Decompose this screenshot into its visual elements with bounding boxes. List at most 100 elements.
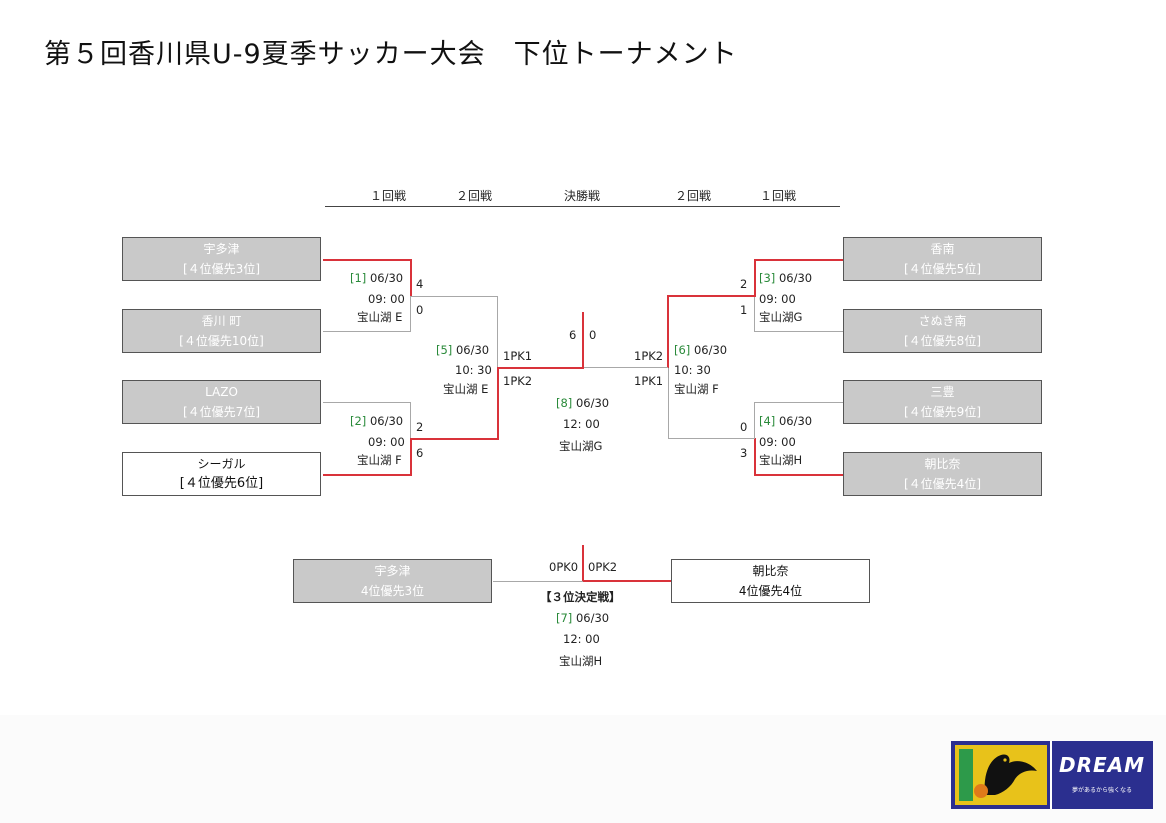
final-venue: 宝山湖G [559,439,603,453]
bracket-line [410,402,411,439]
team-name: 朝比奈 [924,457,961,471]
final-time: 12: 00 [563,417,600,431]
bracket-line [667,295,756,297]
team-seed: [４位優先8位] [904,334,981,348]
match-3-number: [3] 06/30 [759,271,813,285]
bracket-line [493,581,583,582]
bracket-line [323,259,412,261]
match-1-venue: 宝山湖 E [357,310,403,324]
bracket-line [410,438,499,440]
bracket-line [323,402,411,403]
jfa-emblem-icon [955,745,1047,805]
match-1-score-top: 4 [416,277,424,291]
match-6-time: 10: 30 [674,363,711,377]
team-seed: [４位優先10位] [179,334,264,348]
match-4-venue: 宝山湖H [759,453,803,467]
team-box-asahina: 朝比奈 [４位優先4位] [843,452,1042,496]
bracket-line [754,331,843,332]
bracket-line [754,259,756,297]
bracket-line [583,367,668,368]
bracket-line [754,438,756,476]
team-box-third-udatsu: 宇多津 4位優先3位 [293,559,492,603]
team-name: さぬき南 [918,314,967,328]
bracket-line [754,296,755,332]
team-box-konan: 香南 [４位優先5位] [843,237,1042,281]
logo-divider [1050,741,1052,809]
bracket-line [583,580,671,582]
bracket-line [323,474,412,476]
team-box-kagawacho: 香川 町 [４位優先10位] [122,309,321,353]
third-venue: 宝山湖H [559,654,603,668]
match-2-score-top: 2 [416,420,424,434]
third-place-label: 【３位決定戦】 [540,590,621,604]
match-6-number: [6] 06/30 [674,343,728,357]
bracket-line [668,438,755,439]
final-number: [8] 06/30 [556,396,610,410]
dream-logo-text: DREAM [1058,753,1146,777]
team-seed: [４位優先5位] [904,262,981,276]
bracket-line [410,296,497,297]
jfa-logo: DREAM 夢があるから強くなる [951,741,1153,809]
bracket-line [668,368,669,439]
team-seed: [４位優先6位] [179,476,264,491]
team-box-udatsu: 宇多津 [４位優先3位] [122,237,321,281]
team-name: シーガル [197,457,246,471]
round-label-right-1: １回戦 [759,189,796,203]
third-time: 12: 00 [563,632,600,646]
match-4-score-top: 0 [740,420,748,434]
match-3-score-bottom: 1 [740,303,748,317]
team-name: 宇多津 [374,564,411,578]
bracket-line [582,545,584,581]
bracket-line [497,367,584,369]
match-5-score-bottom: 1PK2 [503,374,533,388]
team-box-seagull: シーガル [４位優先6位] [122,452,321,496]
third-score-right: 0PK2 [588,560,618,574]
match-5-venue: 宝山湖 E [443,382,489,396]
bracket-line [582,312,584,368]
header-divider [325,206,840,207]
bracket-line [410,259,412,297]
match-2-time: 09: 00 [368,435,405,449]
bracket-line [667,295,669,368]
match-2-venue: 宝山湖 F [357,453,402,467]
final-score-right: 0 [589,328,597,342]
team-seed: [４位優先4位] [904,477,981,491]
match-6-score-bottom: 1PK1 [634,374,664,388]
team-name: 朝比奈 [752,564,789,578]
match-4-number: [4] 06/30 [759,414,813,428]
team-name: LAZO [205,385,238,399]
match-4-time: 09: 00 [759,435,796,449]
bracket-line [754,259,843,261]
match-5-time: 10: 30 [455,363,492,377]
team-name: 三豊 [930,385,955,399]
team-box-sanukiminami: さぬき南 [４位優先8位] [843,309,1042,353]
team-box-third-asahina: 朝比奈 4位優先4位 [671,559,870,603]
round-label-final: 決勝戦 [563,189,600,203]
round-label-left-1: １回戦 [369,189,406,203]
bracket-line [754,474,843,476]
dream-logo-subtext: 夢があるから強くなる [1071,787,1132,794]
match-5-score-top: 1PK1 [503,349,533,363]
match-2-number: [2] 06/30 [350,414,404,428]
match-1-number: [1] 06/30 [350,271,404,285]
team-name: 宇多津 [203,242,240,256]
bracket-line [323,331,411,332]
team-seed: 4位優先3位 [360,584,425,598]
page-title: 第５回香川県U-9夏季サッカー大会 下位トーナメント [44,39,738,70]
third-score-left: 0PK0 [549,560,579,574]
match-6-score-top: 1PK2 [634,349,664,363]
team-box-lazo: LAZO [４位優先7位] [122,380,321,424]
team-box-mitoyo: 三豊 [４位優先9位] [843,380,1042,424]
team-name: 香川 町 [201,314,242,328]
match-3-score-top: 2 [740,277,748,291]
final-score-left: 6 [569,328,577,342]
match-1-score-bottom: 0 [416,303,424,317]
bracket-line [410,296,411,332]
match-3-time: 09: 00 [759,292,796,306]
match-6-venue: 宝山湖 F [674,382,719,396]
bracket-line [497,296,498,368]
round-label-right-2: ２回戦 [674,189,711,203]
match-4-score-bottom: 3 [740,446,748,460]
third-number: [7] 06/30 [556,611,610,625]
round-label-left-2: ２回戦 [455,189,492,203]
